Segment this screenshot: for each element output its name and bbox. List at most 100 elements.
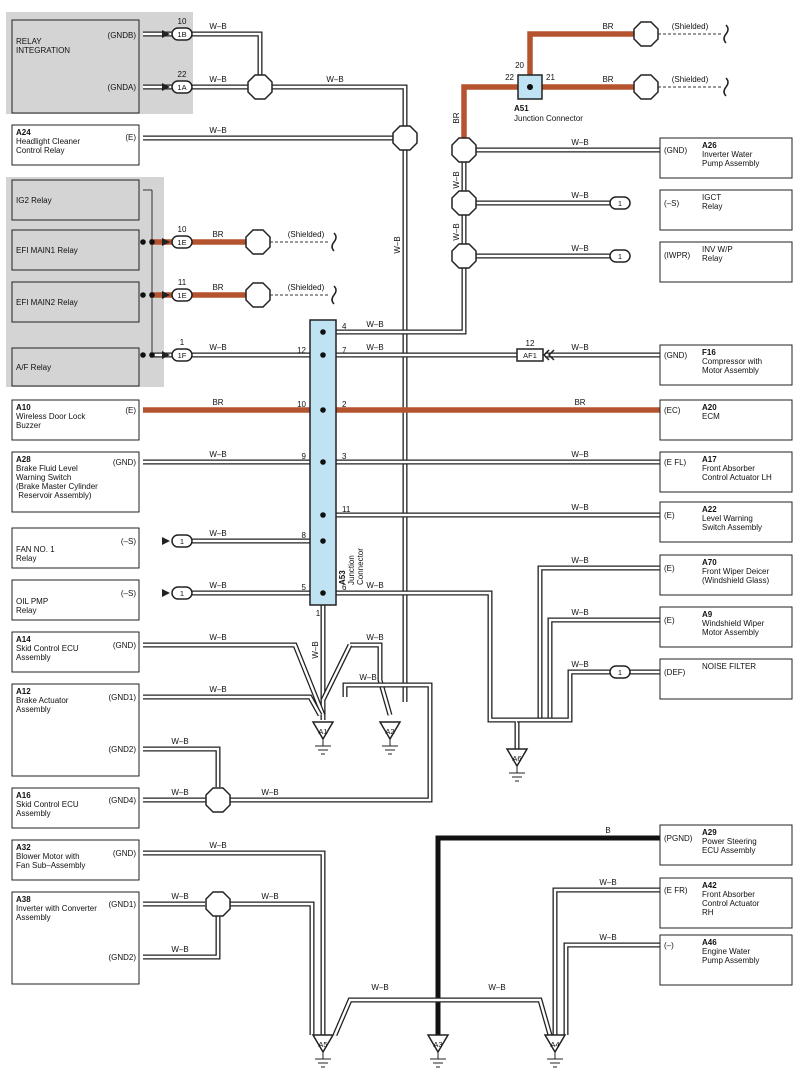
arrow-6 [162, 589, 170, 597]
wire-pin6-a6 [323, 590, 520, 749]
noise-box [659, 658, 793, 700]
a29-term-line: (PGND) [664, 834, 693, 843]
a53-code: A53 [338, 570, 347, 585]
shielded-a51-21-line: (Shielded) [672, 75, 709, 84]
conn-1e-b-label: 1E [177, 291, 186, 300]
conn-invwp-label: 1 [618, 252, 622, 261]
af-box [11, 347, 140, 387]
lbl-gnda: W–B [209, 75, 226, 84]
wire-a29-a3 [435, 835, 660, 1035]
ground-a6-label-line: A6 [512, 754, 521, 763]
a14-term: (GND) [113, 641, 136, 650]
a20-code: A20 [702, 403, 717, 412]
conn-1e-b-label-line: 1E [177, 291, 186, 300]
fan-name-line: Relay [16, 554, 36, 563]
relay-integration-term-gnda: (GNDA) [108, 83, 137, 92]
af1-chevrons [542, 349, 555, 361]
efi2-name-line: EFI MAIN2 Relay [16, 298, 78, 307]
a32-code-line: A32 [16, 843, 31, 852]
lbl-noise: W–B [571, 660, 588, 669]
conn-1b [171, 27, 193, 41]
ground-a3-label-line: A3 [433, 1040, 442, 1049]
oil-term: (–S) [121, 589, 136, 598]
a22-code-line: A22 [702, 505, 717, 514]
fan-name-line: FAN NO. 1 [16, 545, 55, 554]
bus-dot-efi2 [149, 292, 155, 298]
a14-code: A14 [16, 635, 31, 644]
a53-pin-2-line: 2 [342, 400, 347, 409]
a29-name-line: ECU Assembly [702, 846, 755, 855]
shielded-a51-21: (Shielded) [672, 75, 709, 84]
efi1-name-line: EFI MAIN1 Relay [16, 246, 78, 255]
splice-gnd [247, 74, 273, 100]
lbl-a42: W–B [599, 878, 616, 887]
conn-1a-label: 1A [177, 83, 186, 92]
a51-name-line: Junction Connector [514, 114, 583, 123]
wire-a14-a1 [143, 642, 326, 716]
splice-a16 [205, 787, 231, 813]
a53-junction-dots [320, 329, 326, 596]
ground-a3 [426, 1034, 450, 1054]
lbl-f16: W–B [571, 343, 588, 352]
a9-name-line: Motor Assembly [702, 628, 759, 637]
conn-1f-label: 1F [178, 351, 187, 360]
a42-name-line: RH [702, 908, 714, 917]
lbl-a70: W–B [571, 556, 588, 565]
conn-1e-a-num: 10 [178, 225, 187, 234]
relay-integration-name-line: RELAY [16, 37, 42, 46]
a38-code-line: A38 [16, 895, 31, 904]
a9-box [659, 606, 793, 648]
bus-dot-af-l [140, 352, 146, 358]
lbl-invwp: W–B [571, 244, 588, 253]
lbl-a32: W–B [209, 841, 226, 850]
lbl-f16-line: W–B [571, 343, 588, 352]
a53-pin-12: 12 [297, 346, 306, 355]
a20-term: (EC) [664, 406, 681, 415]
lbl-pin6: W–B [366, 581, 383, 590]
a46-name-line: Engine Water [702, 947, 751, 956]
splice-a51-20 [633, 21, 659, 47]
oil-term-line: (–S) [121, 589, 136, 598]
lbl-pin1: W–B [311, 641, 320, 658]
a10-code-line: A10 [16, 403, 31, 412]
a16-code: A16 [16, 791, 31, 800]
splice-igct [451, 190, 477, 216]
a10-term-line: (E) [125, 406, 136, 415]
f16-name-line: Motor Assembly [702, 366, 759, 375]
a20-name: ECM [702, 412, 720, 421]
a17-code-line: A17 [702, 455, 717, 464]
wire-a14-a2-core [350, 643, 392, 716]
af1-label-line: AF1 [523, 351, 537, 360]
a9-name-line: Windshield Wiper [702, 619, 765, 628]
a17-term-line: (E FL) [664, 458, 687, 467]
igct-box [659, 189, 793, 231]
a53-pin-10: 10 [297, 400, 306, 409]
a16-term: (GND4) [108, 796, 136, 805]
component-boxes [11, 19, 793, 986]
a26-term: (GND) [664, 146, 687, 155]
splice-efi2 [245, 282, 271, 308]
lbl-a12-gnd1: W–B [209, 685, 226, 694]
invwp-name-line: INV W/P [702, 245, 733, 254]
ground-a6 [505, 748, 529, 768]
noise-name: NOISE FILTER [702, 662, 756, 671]
a24-box [11, 124, 140, 166]
lbl-igct: W–B [571, 191, 588, 200]
lbl-a24: W–B [209, 126, 226, 135]
a38-name-line: Inverter with Converter [16, 904, 97, 913]
lbl-a16-2: W–B [261, 788, 278, 797]
conn-1a-label-line: 1A [177, 83, 186, 92]
a16-term-line: (GND4) [108, 796, 136, 805]
lbl-efi1-line: BR [212, 230, 223, 239]
arrow-5 [162, 537, 170, 545]
a28-term: (GND) [113, 458, 136, 467]
conn-fan-label: 1 [180, 537, 184, 546]
a20-box [659, 399, 793, 441]
noise-term-line: (DEF) [664, 668, 686, 677]
a24-name-line: Headlight Cleaner [16, 137, 80, 146]
